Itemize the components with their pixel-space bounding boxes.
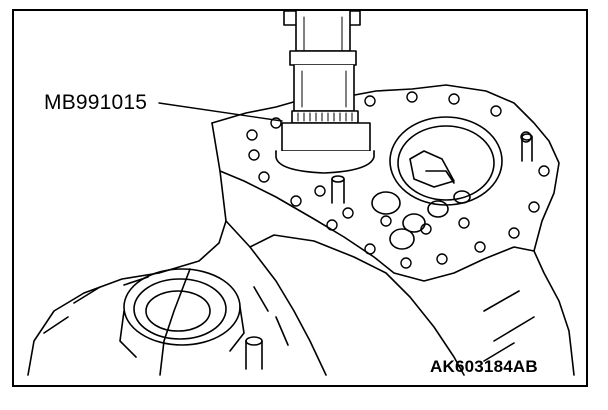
special-tool-installer [275,11,375,174]
transaxle-case-illustration [27,11,575,376]
tool-part-number-label: MB991015 [44,91,148,114]
bearing-bore [389,116,503,206]
dowel-pins [245,133,533,370]
illustration-frame: MB991015 AK603184AB [12,9,588,387]
case-bosses [371,190,471,250]
transaxle-case-body [27,84,575,376]
figure-id-label: AK603184AB [430,357,538,376]
callout-leader-line [158,102,283,122]
oil-seal-bore [119,268,245,358]
tool-knurl [297,112,353,122]
